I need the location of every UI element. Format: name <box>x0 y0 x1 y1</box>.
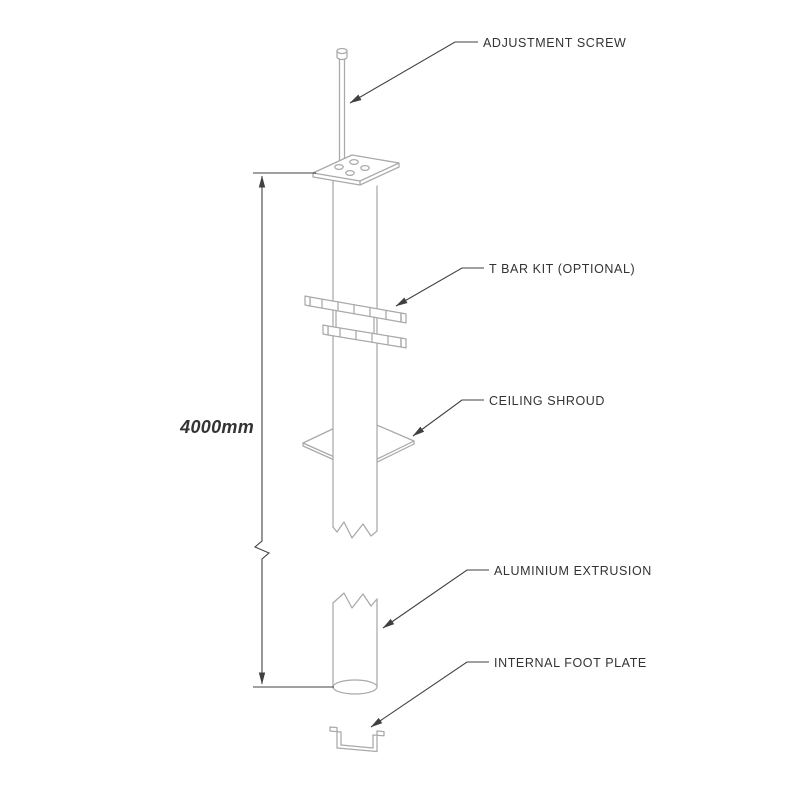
t-bar-upper-rail-endcap <box>304 295 311 307</box>
leader-ceiling-shroud <box>412 399 484 437</box>
leader-adjustment-screw <box>349 41 478 104</box>
adjustment-screw-cap <box>336 47 348 55</box>
pole-base-ellipse <box>332 679 378 695</box>
pole-upper-fill <box>333 181 377 538</box>
label-texts: ADJUSTMENT SCREW T BAR KIT (OPTIONAL) CE… <box>179 36 652 670</box>
internal-foot-plate-bracket <box>329 726 385 753</box>
adjustment-screw-cap-side <box>336 50 348 61</box>
dimension-line <box>253 175 271 685</box>
t-bar-lower-rail-section <box>400 337 407 349</box>
dimension-label: 4000mm <box>179 417 254 437</box>
top-plate-thickness <box>312 162 400 186</box>
label-adjustment-screw: ADJUSTMENT SCREW <box>483 36 626 50</box>
label-ceiling-shroud: CEILING SHROUD <box>489 394 605 408</box>
plate-hole <box>334 163 344 171</box>
leader-t-bar-kit <box>395 267 484 307</box>
break-line-upper <box>332 521 378 539</box>
t-bar-kit <box>304 295 407 349</box>
pole-assembly <box>302 47 415 753</box>
foot-plate-left-wall <box>336 726 342 749</box>
top-mounting-plate <box>312 154 400 186</box>
t-bar-lower-rail-slots <box>339 327 389 346</box>
foot-plate-left-lip <box>329 726 342 733</box>
label-internal-foot-plate: INTERNAL FOOT PLATE <box>494 656 647 670</box>
break-line-lower <box>332 592 378 609</box>
plate-hole <box>345 169 355 177</box>
label-aluminium-extrusion: ALUMINIUM EXTRUSION <box>494 564 652 578</box>
label-t-bar-kit: T BAR KIT (OPTIONAL) <box>489 262 635 276</box>
top-plate-face <box>312 154 400 182</box>
adjustment-screw-shaft <box>338 58 346 162</box>
pole-lower-section <box>332 592 378 695</box>
leader-aluminium-extrusion <box>382 569 489 629</box>
plate-hole <box>349 158 359 166</box>
t-bar-clamp <box>335 310 375 335</box>
leader-internal-foot-plate <box>370 661 489 728</box>
adjustment-screw <box>336 47 348 162</box>
t-bar-upper-rail-slots <box>321 298 387 321</box>
annotations <box>253 41 489 728</box>
t-bar-upper-rail-section <box>400 312 407 324</box>
plate-hole <box>360 164 370 172</box>
foot-plate-right-wall <box>372 730 378 753</box>
t-bar-lower-rail-endcap <box>322 324 329 336</box>
pole-upper-section <box>332 180 378 539</box>
foot-plate-base <box>336 744 378 753</box>
foot-plate-right-lip <box>372 730 385 737</box>
